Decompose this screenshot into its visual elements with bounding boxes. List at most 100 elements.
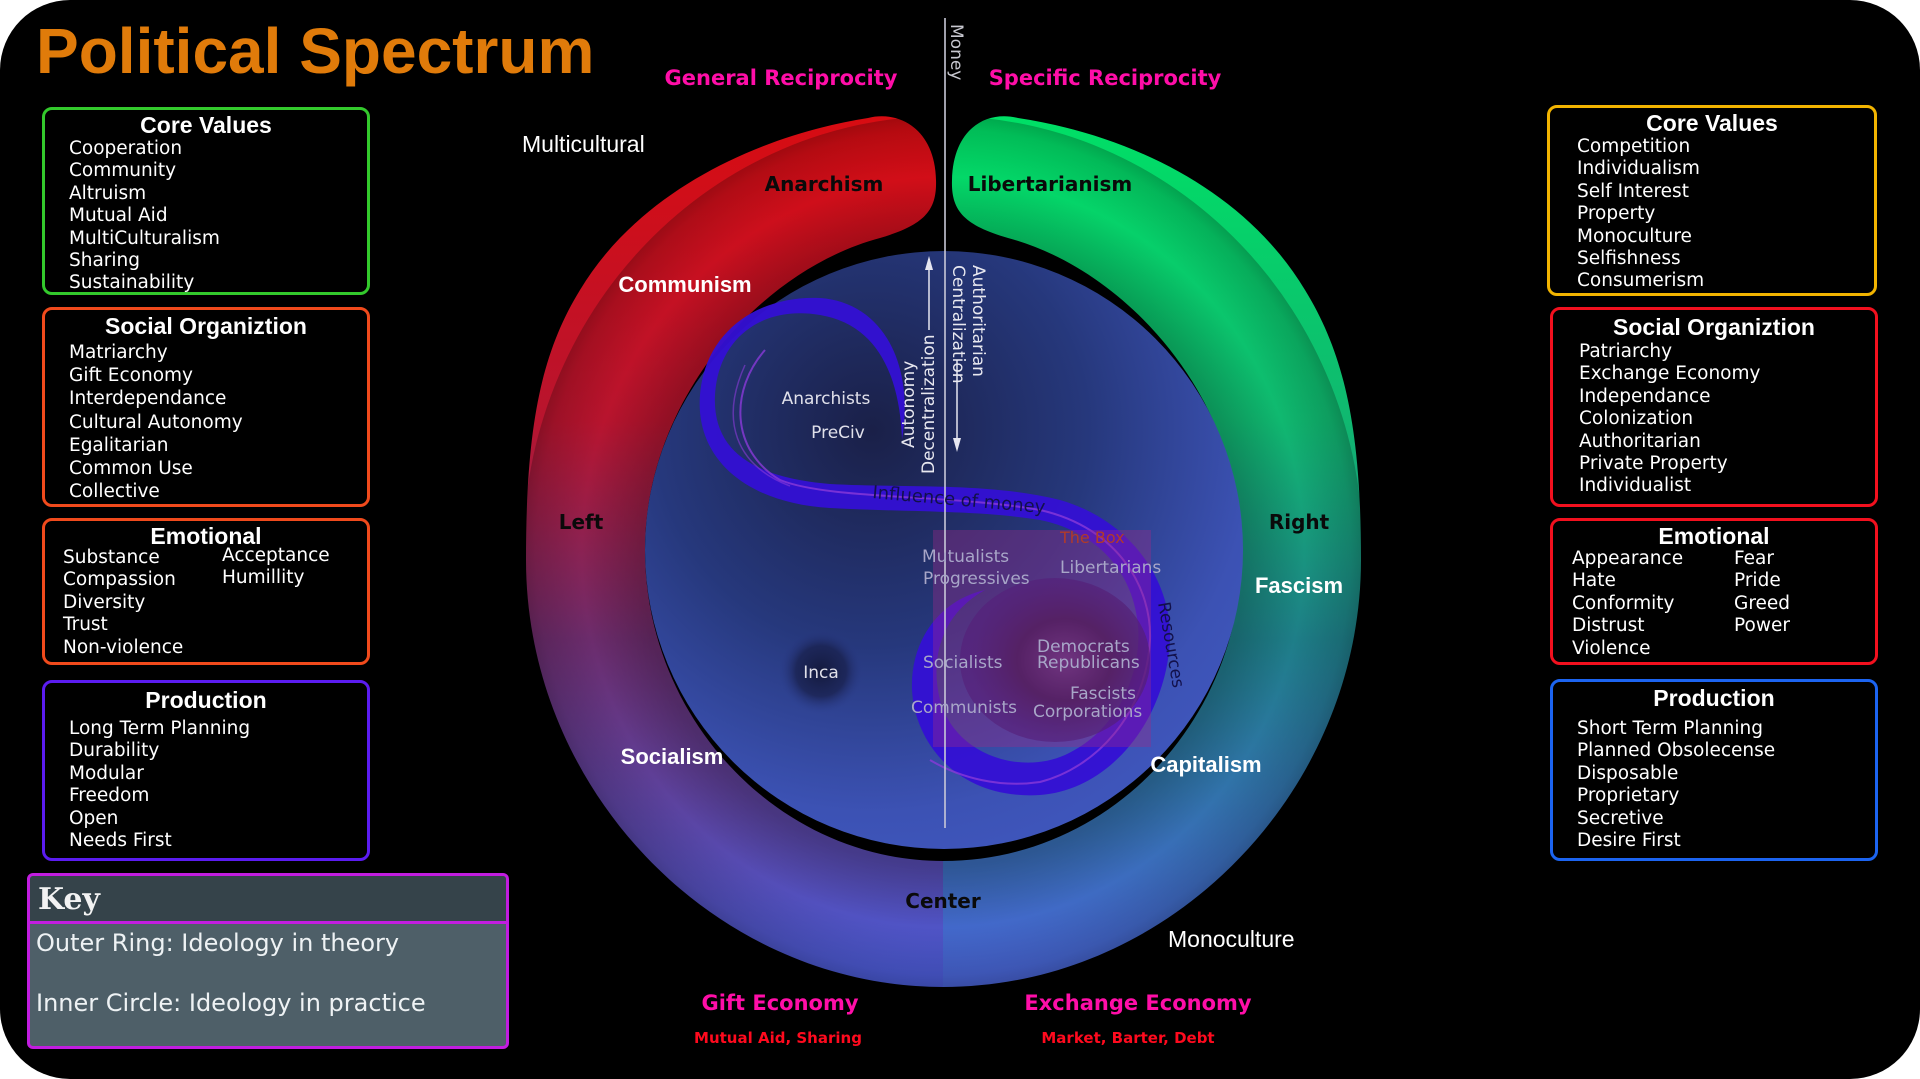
- list-item: Monoculture: [1577, 225, 1692, 247]
- socialism-label: Socialism: [621, 744, 724, 769]
- list-item: Trust: [63, 614, 108, 636]
- list-item: Property: [1577, 203, 1656, 225]
- panel-heading: Social Organiztion: [105, 313, 307, 339]
- social-organization-list: Patriarchy Exchange Economy Independance…: [1553, 340, 1875, 498]
- list-item: Power: [1734, 615, 1790, 637]
- left-social-organization-panel: Social Organiztion Matriarchy Gift Econo…: [42, 307, 370, 507]
- money-spiral: [699, 297, 1171, 796]
- progressives-label: Progressives: [923, 569, 1030, 589]
- fascism-label: Fascism: [1255, 573, 1343, 598]
- arrow-up-icon: [925, 256, 933, 270]
- right-label: Right: [1269, 510, 1330, 534]
- list-item: Open: [69, 807, 119, 829]
- list-item: Common Use: [69, 458, 193, 480]
- fascists-label: Fascists: [1070, 684, 1136, 704]
- list-item: Mutual Aid: [69, 205, 168, 227]
- emotional-list-col2: Fear Pride Greed Power: [1734, 548, 1790, 638]
- spiral-upper-loop: [699, 297, 1171, 796]
- left-core-values-panel: Core Values Cooperation Community Altrui…: [42, 107, 370, 295]
- list-item: Private Property: [1579, 453, 1728, 475]
- list-item: Disposable: [1577, 762, 1679, 784]
- core-values-list: Competition Individualism Self Interest …: [1550, 136, 1874, 293]
- the-box-label: The Box: [1059, 528, 1125, 547]
- panel-heading: Core Values: [1646, 110, 1778, 136]
- list-item: Short Term Planning: [1577, 718, 1763, 739]
- specific-reciprocity-label: Specific Reciprocity: [989, 66, 1222, 90]
- communists-label: Communists: [911, 698, 1017, 718]
- monoculture-label: Monoculture: [1168, 926, 1295, 952]
- list-item: Distrust: [1572, 615, 1645, 637]
- money-label: Money: [946, 24, 966, 80]
- the-box: [933, 530, 1151, 747]
- republicans-label: Republicans: [1037, 653, 1140, 673]
- list-item: Non-violence: [63, 636, 184, 658]
- list-item: Community: [69, 160, 177, 182]
- list-item: Sustainability: [69, 272, 195, 294]
- right-production-panel: Production Short Term Planning Planned O…: [1550, 679, 1878, 861]
- key-heading: Key: [30, 876, 506, 924]
- key-line-inner-circle: Inner Circle: Ideology in practice: [36, 989, 426, 1017]
- key-legend: Key Outer Ring: Ideology in theory Inner…: [27, 873, 509, 1049]
- panel-heading: Production: [1653, 685, 1775, 711]
- list-item: Pride: [1734, 570, 1781, 592]
- libertarians-label: Libertarians: [1060, 558, 1161, 578]
- list-item: Fear: [1734, 548, 1774, 569]
- spiral-highlight: [739, 349, 1152, 785]
- list-item: Acceptance: [222, 545, 330, 566]
- list-item: Competition: [1577, 136, 1691, 157]
- exchange-economy-sub: Market, Barter, Debt: [1041, 1029, 1214, 1047]
- list-item: Egalitarian: [69, 434, 169, 456]
- emotional-list-col1: Appearance Hate Conformity Distrust Viol…: [1572, 548, 1683, 660]
- list-item: Matriarchy: [69, 342, 168, 363]
- list-item: Independance: [1579, 385, 1711, 407]
- left-emotional-panel: Emotional Substance Compassion Diversity…: [42, 518, 370, 665]
- list-item: Exchange Economy: [1579, 363, 1761, 385]
- list-item: Authoritarian: [1579, 430, 1701, 452]
- list-item: Individualism: [1577, 158, 1700, 180]
- list-item: Secretive: [1577, 807, 1664, 829]
- exchange-economy-label: Exchange Economy: [1024, 991, 1251, 1015]
- list-item: Conformity: [1572, 592, 1675, 614]
- left-label: Left: [559, 510, 604, 534]
- right-social-organization-panel: Social Organiztion Patriarchy Exchange E…: [1550, 307, 1878, 507]
- decentralization-label: Decentralization: [919, 334, 939, 474]
- social-organization-list: Matriarchy Gift Economy Interdependance …: [45, 339, 367, 503]
- right-emotional-panel: Emotional Appearance Hate Conformity Dis…: [1550, 518, 1878, 665]
- list-item: Planned Obsolecense: [1577, 740, 1776, 762]
- list-item: Collective: [69, 481, 160, 503]
- gift-economy-label: Gift Economy: [701, 991, 858, 1015]
- list-item: Patriarchy: [1579, 341, 1673, 362]
- left-production-panel: Production Long Term Planning Durability…: [42, 680, 370, 861]
- list-item: Cultural Autonomy: [69, 411, 243, 433]
- list-item: Gift Economy: [69, 365, 193, 387]
- panel-heading: Social Organiztion: [1613, 314, 1815, 340]
- list-item: Durability: [69, 740, 160, 762]
- communism-label: Communism: [618, 272, 751, 297]
- list-item: Modular: [69, 762, 144, 784]
- list-item: Selfishness: [1577, 248, 1681, 270]
- right-core-values-panel: Core Values Competition Individualism Se…: [1547, 105, 1877, 296]
- list-item: Compassion: [63, 569, 176, 591]
- panel-heading: Emotional: [1658, 523, 1770, 549]
- list-item: Interdependance: [69, 388, 227, 410]
- inca-label: Inca: [803, 663, 839, 683]
- arrow-down-icon: [953, 438, 961, 452]
- page-title: Political Spectrum: [36, 15, 595, 87]
- preciv-label: PreCiv: [811, 423, 865, 443]
- list-item: Substance: [63, 547, 160, 568]
- list-item: Individualist: [1579, 475, 1692, 497]
- emotional-list-col1: Substance Compassion Diversity Trust Non…: [63, 547, 183, 659]
- list-item: Altruism: [69, 182, 147, 204]
- mutualists-label: Mutualists: [922, 547, 1009, 567]
- socialists-label: Socialists: [923, 653, 1003, 673]
- list-item: Humillity: [222, 567, 305, 589]
- list-item: Proprietary: [1577, 785, 1680, 807]
- list-item: Hate: [1572, 570, 1616, 592]
- autonomy-arrow: [925, 256, 933, 330]
- multicultural-label: Multicultural: [522, 131, 645, 157]
- gift-economy-sub: Mutual Aid, Sharing: [694, 1029, 862, 1047]
- list-item: Cooperation: [69, 138, 183, 159]
- list-item: Diversity: [63, 591, 146, 613]
